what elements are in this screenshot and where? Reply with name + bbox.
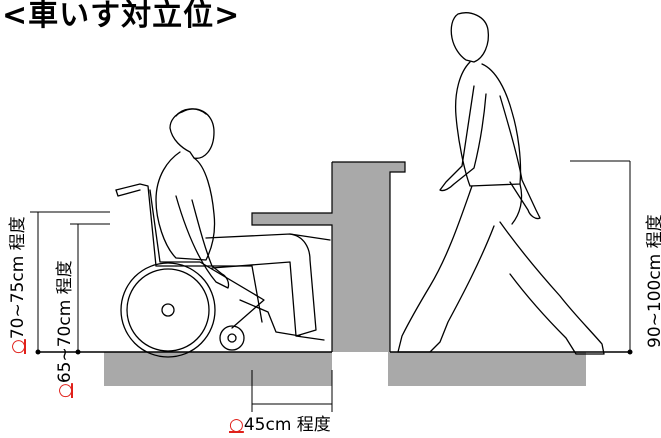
floor-slab-left <box>104 352 332 386</box>
dim-text-45: 45cm 程度 <box>243 415 331 435</box>
standing-person-figure <box>397 12 605 355</box>
counter-outline <box>251 161 406 352</box>
floor-slab-right <box>388 352 586 386</box>
counter-structure <box>252 162 405 352</box>
dim-label-45: ○45cm 程度 <box>229 410 331 435</box>
dim-text-65-70: 65~70cm 程度 <box>55 260 75 384</box>
diagram-title: <車いす対立位> <box>2 0 241 33</box>
dim-text-70-75: 70~75cm 程度 <box>8 216 28 340</box>
dim-text-90-100: 90~100cm 程度 <box>645 214 661 348</box>
dim-label-90-100: 90~100cm 程度 <box>640 214 661 348</box>
circle-marker-70-75: ○ <box>8 339 28 354</box>
circle-marker-65-70: ○ <box>55 383 75 398</box>
dim-dot-70-75 <box>35 349 41 355</box>
circle-marker-45: ○ <box>229 415 244 435</box>
dim-label-65-70: ○65~70cm 程度 <box>50 260 75 398</box>
dim-dot-65-70 <box>75 349 81 355</box>
dim-label-70-75: ○70~75cm 程度 <box>3 216 28 354</box>
wheelchair-user-figure <box>115 108 331 358</box>
dim-dot-90-100 <box>627 349 633 355</box>
